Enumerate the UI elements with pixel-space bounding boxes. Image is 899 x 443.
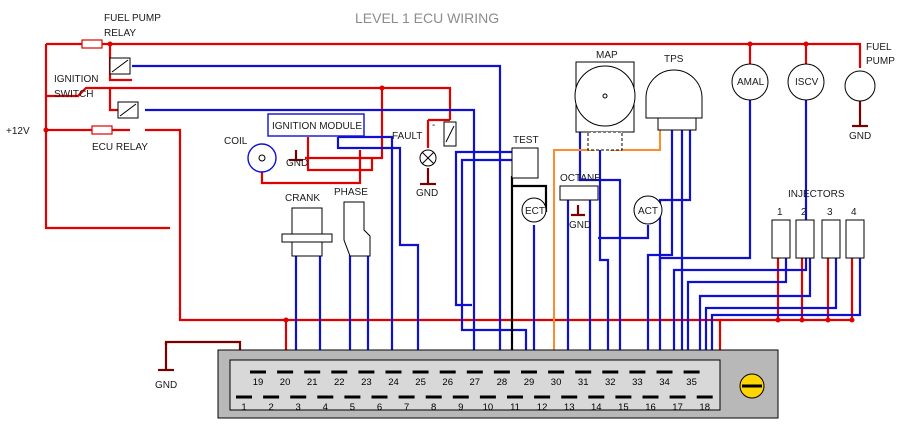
connector-pin-label: 30 (551, 377, 562, 388)
connector-pin-label: 4 (323, 402, 328, 413)
connector-pin-label: 19 (253, 377, 264, 388)
test-connector (511, 147, 539, 179)
junction-dots (43, 41, 855, 323)
fuel-pump-relay (81, 39, 131, 75)
injector-number-4: 4 (851, 207, 857, 218)
ect-label: ECT (525, 206, 545, 217)
tps-sensor (645, 69, 703, 131)
phase-sensor (343, 201, 371, 257)
ect-circle (521, 197, 547, 223)
coil (247, 143, 277, 173)
connector-pin-label: 13 (564, 402, 575, 413)
connector-pin-label: 27 (470, 377, 481, 388)
connector-pin-label: 7 (404, 402, 409, 413)
gnd-label-fuel-pump: GND (849, 131, 871, 142)
connector-pin-label: 24 (388, 377, 399, 388)
connector-pin-label: 9 (458, 402, 463, 413)
fuse-icon (81, 39, 103, 49)
connector-pin-label: 6 (377, 402, 382, 413)
connector-pin-label: 26 (442, 377, 453, 388)
connector-pin-label: 20 (280, 377, 291, 388)
injector-4 (845, 219, 865, 259)
connector-pin-label: 2 (268, 402, 273, 413)
fuel-pump-label-1: FUEL (866, 42, 892, 53)
fault-lamp-icon (419, 121, 457, 167)
phase-label: PHASE (334, 187, 368, 198)
ignition-module-box (267, 113, 365, 137)
connector-pin-label: 25 (415, 377, 426, 388)
fault-label: FAULT (392, 131, 422, 142)
signal-wires (132, 64, 862, 372)
ignition-switch-label-1: IGNITION (54, 74, 98, 85)
connector-pin-label: 1 (241, 402, 246, 413)
crank-label: CRANK (285, 193, 320, 204)
fuel-pump-circle (844, 70, 876, 102)
connector-pin-label: 28 (497, 377, 508, 388)
connector-pin-label: 8 (431, 402, 436, 413)
connector-pin-label: 35 (686, 377, 697, 388)
act-circle (633, 195, 663, 225)
connector-pin-label: 15 (618, 402, 629, 413)
injector-1 (771, 219, 791, 259)
iscv-label: ISCV (795, 77, 819, 88)
act-label: ACT (638, 206, 658, 217)
connector-pin-label: 34 (659, 377, 670, 388)
fuel-pump-relay-label-2: RELAY (104, 28, 136, 39)
injector-number-2: 2 (801, 207, 807, 218)
injector-2 (795, 219, 815, 259)
gnd-label-ignition: GND (286, 158, 308, 169)
amal-circle (731, 63, 769, 101)
connector-pin-label: 32 (605, 377, 616, 388)
connector-pin-label: 29 (524, 377, 535, 388)
injector-3 (821, 219, 841, 259)
connector-pin-label: 17 (672, 402, 683, 413)
connector-pin-label: 31 (578, 377, 589, 388)
gnd-label-ecu: GND (155, 380, 177, 391)
connector-top-pins: 19 20 21 22 23 24 25 26 27 28 29 30 31 32 33 34 35 (250, 370, 700, 388)
injector-bank (771, 219, 865, 259)
fuel-pump-relay-label-1: FUEL PUMP (104, 13, 161, 24)
coil-label: COIL (224, 136, 248, 147)
gnd-label-fault: GND (416, 188, 438, 199)
connector-pin-label: 5 (350, 402, 355, 413)
octane-label: OCTANE (560, 173, 601, 184)
ecu-relay (91, 101, 139, 135)
crank-sensor (281, 207, 333, 257)
connector-pin-label: 3 (296, 402, 301, 413)
fault-polarity-label: - (432, 120, 435, 131)
ignition-module-label: IGNITION MODULE (272, 121, 362, 132)
map-sensor (574, 61, 636, 151)
ignition-switch-label-2: SWITCH (54, 89, 93, 100)
supply-label: +12V (6, 126, 30, 137)
connector-pin-label: 11 (510, 402, 520, 413)
injectors-label: INJECTORS (788, 189, 845, 200)
gnd-label-octane: GND (569, 220, 591, 231)
connector-pin-label: 18 (699, 402, 710, 413)
map-label: MAP (596, 50, 618, 61)
connector-pin-label: 33 (632, 377, 643, 388)
connector-pin-label: 14 (591, 402, 602, 413)
amal-label: AMAL (737, 77, 765, 88)
fuse-icon (91, 125, 113, 135)
connector-pin-label: 12 (537, 402, 548, 413)
connector-pin-label: 22 (334, 377, 345, 388)
connector-pin-label: 10 (483, 402, 494, 413)
connector-pin-label: 23 (361, 377, 372, 388)
ecu-relay-label: ECU RELAY (92, 142, 148, 153)
fuel-pump-label-2: PUMP (866, 56, 895, 67)
injector-number-3: 3 (827, 207, 833, 218)
injector-number-1: 1 (777, 207, 783, 218)
connector-pin-label: 21 (307, 377, 318, 388)
diagram-title: LEVEL 1 ECU WIRING (355, 10, 499, 26)
tps-label: TPS (664, 54, 684, 65)
component-labels: FUEL PUMP RELAY IGNITION SWITCH +12V ECU… (6, 13, 895, 391)
test-label: TEST (513, 135, 539, 146)
iscv-circle (787, 63, 825, 101)
octane-plug (559, 185, 599, 201)
connector-pin-label: 16 (645, 402, 656, 413)
